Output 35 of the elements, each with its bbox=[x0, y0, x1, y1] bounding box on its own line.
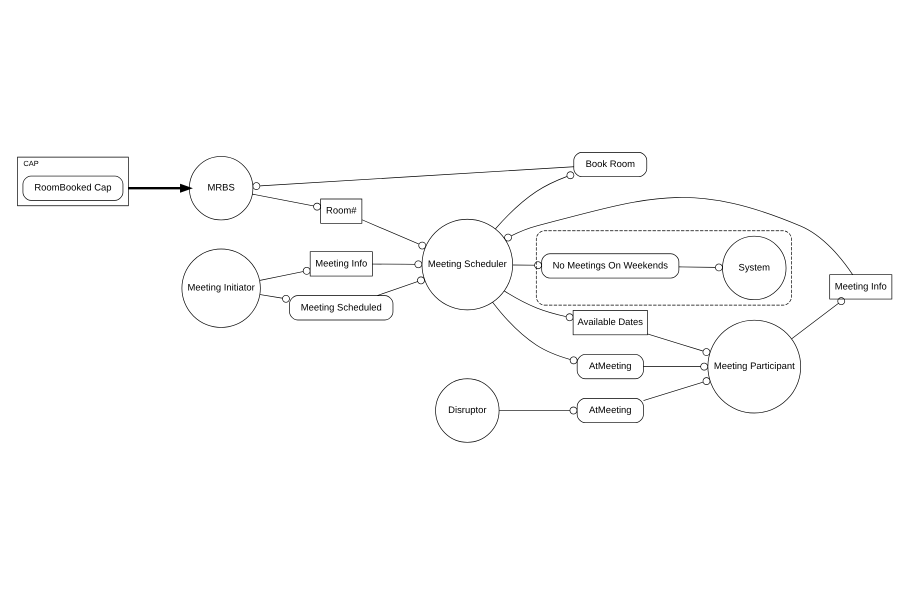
connector bbox=[376, 276, 424, 296]
connector bbox=[642, 376, 710, 400]
connector bbox=[252, 193, 320, 210]
node-circle: Meeting Initiator bbox=[181, 248, 260, 328]
node-circle: System bbox=[722, 235, 786, 300]
node-box: AtMeeting bbox=[576, 398, 644, 423]
node-box: Meeting Info bbox=[309, 250, 372, 276]
connector bbox=[498, 406, 577, 414]
connector bbox=[372, 260, 422, 268]
node-box: No Meetings On Weekends bbox=[540, 252, 679, 278]
node-box: AtMeeting bbox=[576, 354, 644, 379]
connector bbox=[504, 196, 852, 275]
node-box: Available Dates bbox=[572, 310, 648, 335]
connector bbox=[512, 260, 542, 269]
connector bbox=[259, 266, 310, 280]
node-circle: Disruptor bbox=[434, 378, 499, 442]
connector bbox=[494, 170, 574, 229]
connector bbox=[259, 294, 290, 302]
node-circle: MRBS bbox=[188, 156, 253, 220]
connector bbox=[790, 296, 845, 339]
connector bbox=[678, 263, 722, 271]
connector bbox=[642, 362, 708, 370]
cluster bbox=[535, 230, 792, 305]
connector bbox=[361, 218, 426, 249]
node-circle: Meeting Participant bbox=[707, 319, 801, 413]
node-box: Meeting Info bbox=[828, 274, 892, 299]
node-box: RoomBooked Cap bbox=[22, 175, 123, 200]
connector bbox=[252, 166, 574, 190]
node-box: Meeting Scheduled bbox=[288, 294, 393, 320]
arrow bbox=[128, 183, 192, 192]
connector bbox=[492, 301, 577, 364]
node-box: Room# bbox=[320, 198, 362, 224]
node-box: Book Room bbox=[572, 152, 647, 177]
connector bbox=[646, 333, 710, 356]
connector bbox=[503, 290, 573, 321]
